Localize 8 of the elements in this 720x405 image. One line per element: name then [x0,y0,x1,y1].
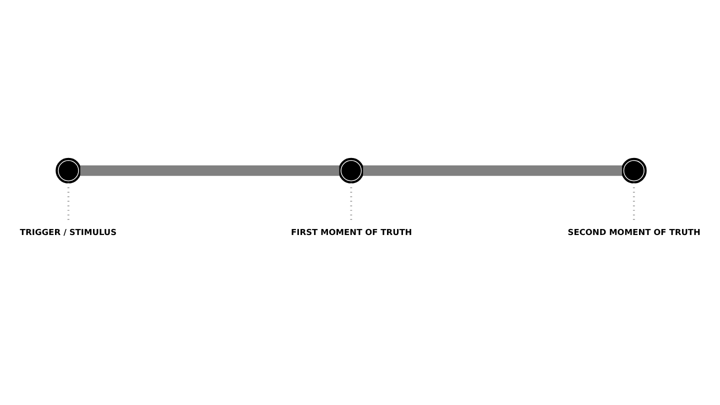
connector [80,164,340,176]
node-circle [56,157,82,183]
node-circle [621,157,647,183]
node-text: FIRST MOMENT OF TRUTH [291,226,412,236]
node-circle [338,157,364,183]
node-text: SECOND MOMENT OF TRUTH [568,226,700,236]
connector [363,164,622,176]
node-text: TRIGGER / STIMULUS [20,226,117,236]
